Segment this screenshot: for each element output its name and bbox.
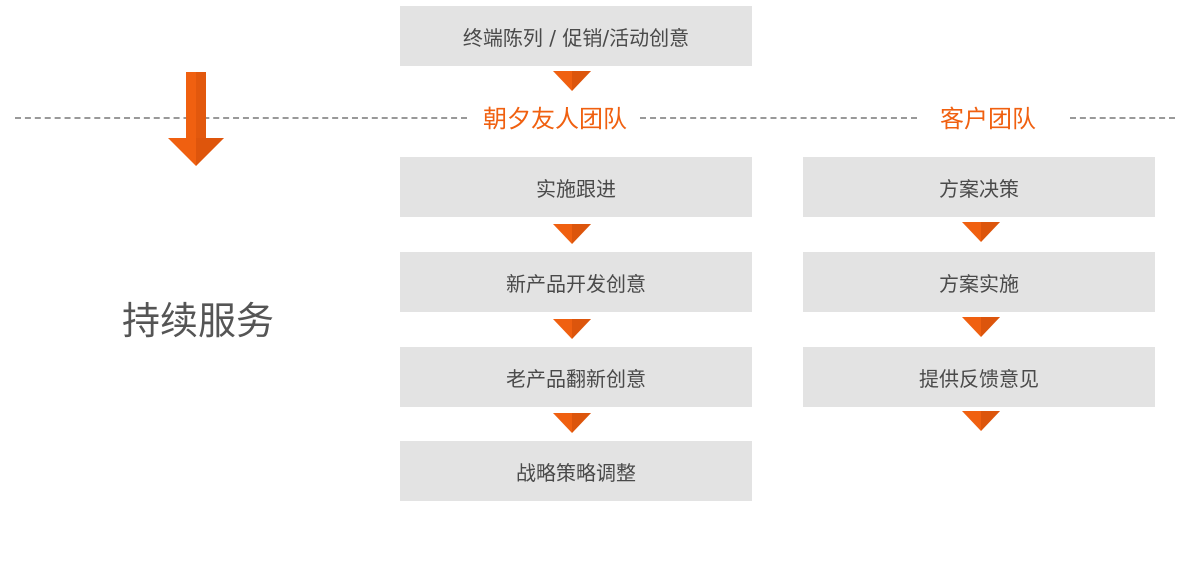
top-box: 终端陈列 / 促销/活动创意: [400, 6, 752, 66]
left-step-box: 新产品开发创意: [400, 252, 752, 312]
right-step-box: 方案实施: [803, 252, 1155, 312]
dashed-separator-left: [15, 117, 467, 119]
right-step-label: 方案决策: [939, 176, 1019, 201]
left-step-box: 老产品翻新创意: [400, 347, 752, 407]
left-step-label: 新产品开发创意: [506, 271, 646, 296]
right-step-box: 方案决策: [803, 157, 1155, 217]
down-triangle-icon: [553, 319, 591, 339]
down-triangle-icon: [962, 317, 1000, 337]
side-label-continuous-service: 持续服务: [122, 299, 275, 343]
team-title-left: 朝夕友人团队: [483, 105, 627, 133]
team-title-right: 客户团队: [940, 105, 1036, 133]
down-triangle-icon: [553, 413, 591, 433]
down-triangle-icon: [962, 411, 1000, 431]
dashed-separator-middle: [640, 117, 917, 119]
left-step-box: 战略策略调整: [400, 441, 752, 501]
right-step-label: 方案实施: [939, 271, 1019, 296]
down-triangle-icon: [553, 224, 591, 244]
down-arrow-icon: [168, 72, 224, 166]
down-triangle-icon: [553, 71, 591, 91]
right-step-box: 提供反馈意见: [803, 347, 1155, 407]
right-step-label: 提供反馈意见: [919, 366, 1039, 391]
down-triangle-icon: [962, 222, 1000, 242]
top-box-label: 终端陈列 / 促销/活动创意: [462, 25, 690, 50]
left-step-label: 老产品翻新创意: [506, 366, 646, 391]
left-step-label: 战略策略调整: [516, 460, 636, 485]
left-step-box: 实施跟进: [400, 157, 752, 217]
dashed-separator-right: [1070, 117, 1175, 119]
left-step-label: 实施跟进: [536, 176, 616, 201]
